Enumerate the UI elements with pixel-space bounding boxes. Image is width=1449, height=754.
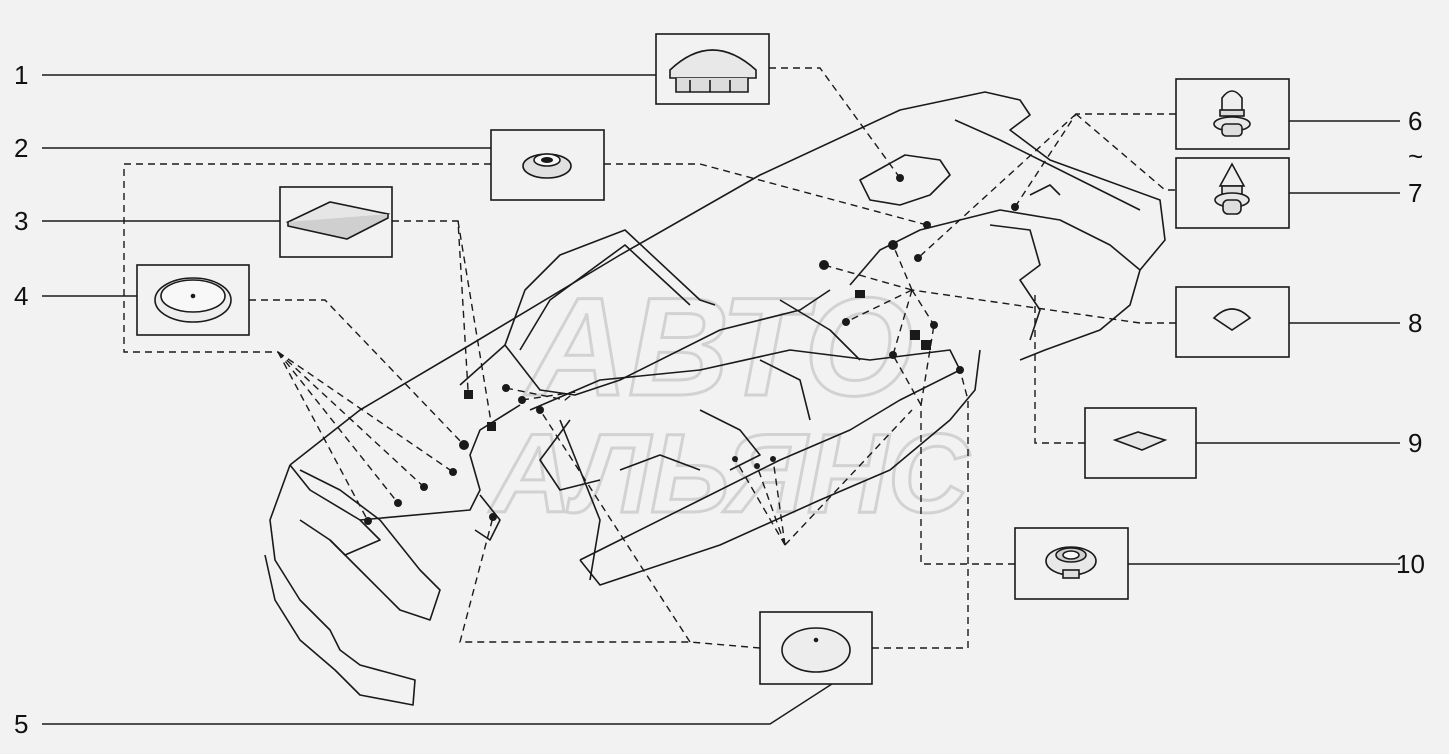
part-9-box: [1084, 407, 1197, 479]
dashed-leaders: [123, 67, 1176, 649]
callout-4: 4: [14, 281, 28, 311]
callout-9: 9: [1408, 428, 1422, 458]
callout-tilde: ~: [1408, 141, 1423, 171]
part-6-box: [1175, 78, 1290, 150]
part-3-box: [279, 186, 393, 258]
part-10-box: [1014, 527, 1129, 600]
callout-7: 7: [1408, 178, 1422, 208]
watermark-line2: АЛЬЯНС: [488, 411, 971, 536]
part-4-box: [136, 264, 250, 336]
leader-lines: [42, 74, 1400, 725]
watermark: АВТО АЛЬЯНС: [487, 267, 973, 538]
callout-numbers: 1 2 3 4 5 6 ~ 7 8 9 10: [14, 60, 1425, 739]
watermark-line1: АВТО: [524, 268, 913, 425]
part-5-box: [759, 611, 873, 685]
part-boxes: [136, 33, 1290, 685]
part-7-box: [1175, 157, 1290, 229]
part-1-box: [655, 33, 770, 105]
callout-1: 1: [14, 60, 28, 90]
callout-2: 2: [14, 133, 28, 163]
leader-5: [42, 681, 836, 725]
callout-10: 10: [1396, 549, 1425, 579]
callout-5: 5: [14, 709, 28, 739]
callout-6: 6: [1408, 106, 1422, 136]
part-8-box: [1175, 286, 1290, 358]
callout-8: 8: [1408, 308, 1422, 338]
callout-3: 3: [14, 206, 28, 236]
part-2-box: [490, 129, 605, 201]
